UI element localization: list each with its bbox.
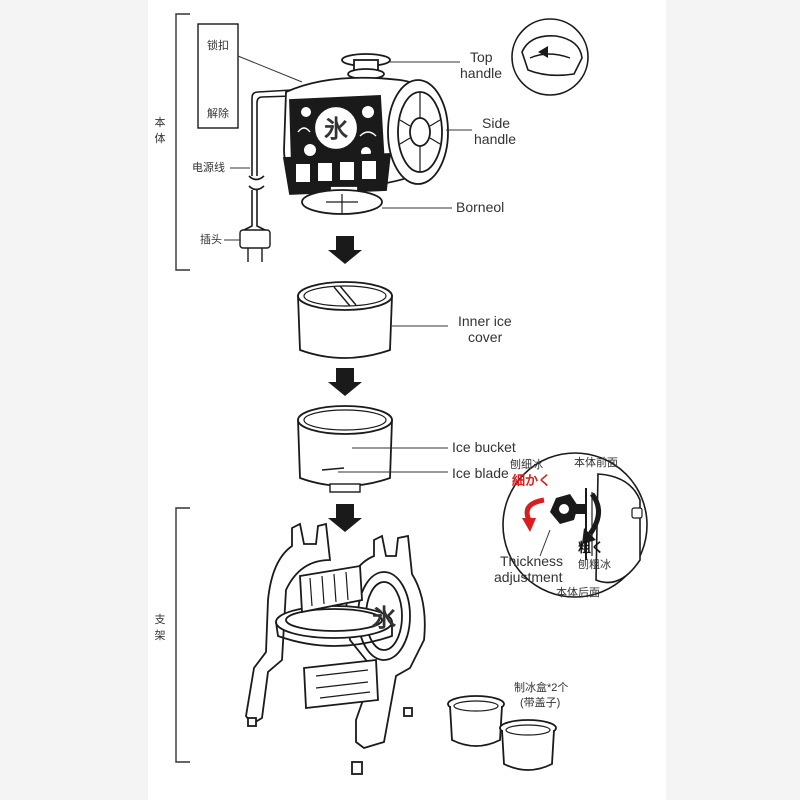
- lock-box: [197, 23, 239, 129]
- top-handle-label-1: Top: [470, 49, 493, 65]
- ice-blade-label: Ice blade: [452, 465, 509, 481]
- top-handle-zoom-inset: [511, 18, 589, 96]
- thickness-adjust-inset: [502, 452, 648, 598]
- top-handle-label-2: handle: [460, 65, 502, 81]
- body-bracket: [175, 13, 190, 271]
- thickness-leader: [539, 529, 551, 557]
- inner-cover-label-1: Inner ice: [458, 313, 512, 329]
- thickness-label-2: adjustment: [494, 569, 563, 585]
- down-arrow-icon: [328, 504, 362, 532]
- body-back-label: 本体后面: [556, 585, 600, 599]
- down-arrow-icon: [328, 368, 362, 396]
- coarse-ice-jp-label: 粗く: [578, 540, 604, 555]
- plug-label: 插头: [200, 232, 222, 246]
- molds-label-2: (带盖子): [520, 695, 560, 709]
- stand-bracket: [175, 507, 190, 763]
- ice-bucket-label: Ice bucket: [452, 439, 516, 455]
- body-front-label: 本体前面: [574, 455, 618, 469]
- rotate-arrow-icon: [522, 497, 545, 532]
- body-section-label-2: 体: [155, 131, 166, 145]
- ice-bucket: [297, 405, 393, 493]
- stand-section-label-2: 架: [155, 629, 166, 642]
- logo-char: 氷: [324, 116, 349, 143]
- molds-label-1: 制冰盒*2个: [514, 680, 568, 694]
- stand-logo-char: 氷: [372, 605, 397, 632]
- plug-icon: [239, 229, 271, 262]
- stand-section-label-1: 支: [155, 613, 166, 626]
- thickness-label-1: Thickness: [500, 553, 563, 569]
- machine-body: [282, 53, 449, 215]
- ice-mold: [499, 719, 557, 771]
- release-label: 解除: [207, 106, 229, 120]
- lock-leader: [237, 55, 303, 83]
- ice-mold: [447, 695, 505, 747]
- inner-ice-cover: [297, 281, 393, 359]
- down-arrow-icon: [328, 236, 362, 264]
- borneol-label: Borneol: [456, 199, 504, 215]
- fine-ice-cn-label: 刨细冰: [510, 457, 543, 471]
- power-cord-label: 电源线: [192, 160, 225, 174]
- side-handle-label-1: Side: [482, 115, 510, 131]
- coarse-ice-cn-label: 刨粗冰: [578, 557, 611, 571]
- stand: [245, 522, 426, 775]
- lock-label: 锁扣: [207, 38, 229, 52]
- side-handle-label-2: handle: [474, 131, 516, 147]
- inner-cover-label-2: cover: [468, 329, 503, 345]
- body-section-label-1: 本: [155, 115, 166, 129]
- power-cord: [243, 89, 293, 231]
- fine-ice-jp-label: 細かく: [512, 473, 551, 488]
